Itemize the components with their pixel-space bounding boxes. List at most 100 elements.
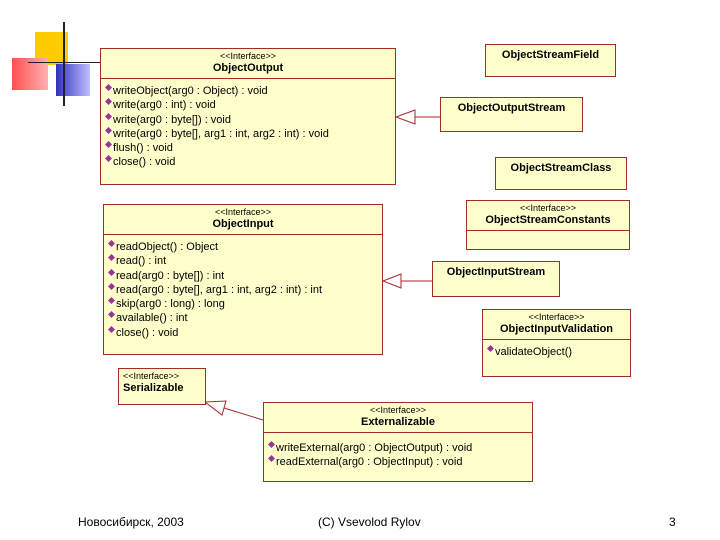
class-header: ObjectStreamField — [486, 45, 615, 66]
operation-icon — [108, 282, 115, 290]
compartment-divider — [101, 78, 395, 84]
operations-list: validateObject() — [483, 345, 630, 361]
interface-name: Externalizable — [361, 416, 435, 428]
operation-signature: read() : int — [116, 255, 167, 268]
object-output-interface[interactable]: <<Interface>> ObjectOutput writeObject(a… — [100, 48, 396, 185]
red-square — [12, 58, 48, 90]
operation-item[interactable]: close() : void — [105, 155, 391, 169]
stereotype-label: <<Interface>> — [123, 371, 180, 381]
operation-signature: readObject() : Object — [116, 241, 219, 253]
interface-header: <<Interface>> Externalizable — [264, 403, 532, 432]
class-name: ObjectOutputStream — [457, 102, 566, 114]
operations-list: writeObject(arg0 : Object) : void write(… — [101, 84, 395, 172]
operation-signature: read(arg0 : byte[], arg1 : int, arg2 : i… — [116, 283, 323, 296]
stereotype-label: <<Interface>> — [369, 405, 427, 415]
operation-signature: write(arg0 : byte[], arg1 : int, arg2 : … — [113, 127, 329, 140]
object-input-stream-class[interactable]: ObjectInputStream — [432, 261, 560, 297]
operation-item[interactable]: writeExternal(arg0 : ObjectOutput) : voi… — [268, 441, 528, 455]
horizontal-rule — [28, 62, 108, 63]
serializable-interface[interactable]: <<Interface>> Serializable — [118, 368, 206, 405]
operation-signature: write(arg0 : int) : void — [113, 99, 216, 112]
class-name: ObjectStreamClass — [510, 162, 612, 174]
object-input-interface[interactable]: <<Interface>> ObjectInput readObject() :… — [103, 204, 383, 355]
operation-item[interactable]: skip(arg0 : long) : long — [108, 297, 378, 311]
operation-icon — [105, 126, 112, 134]
operation-icon — [105, 155, 112, 163]
operation-icon — [268, 455, 275, 463]
object-stream-constants-interface[interactable]: <<Interface>> ObjectStreamConstants — [466, 200, 630, 250]
operation-item[interactable]: write(arg0 : byte[], arg1 : int, arg2 : … — [105, 126, 391, 141]
operation-signature: read(arg0 : byte[]) : int — [116, 269, 225, 282]
operation-item[interactable]: read(arg0 : byte[], arg1 : int, arg2 : i… — [108, 282, 378, 297]
corner-decoration — [0, 0, 110, 110]
class-header: ObjectOutputStream — [441, 98, 582, 119]
stereotype-label: <<Interface>> — [519, 203, 577, 213]
operations-list: readObject() : Object read() : int read(… — [104, 240, 382, 342]
class-name: ObjectInputStream — [446, 266, 546, 278]
operation-item[interactable]: write(arg0 : byte[]) : void — [105, 112, 391, 127]
object-stream-field-class[interactable]: ObjectStreamField — [485, 44, 616, 77]
footer-location: Новосибирск, 2003 — [78, 515, 184, 529]
operation-icon — [108, 268, 115, 276]
object-input-header: <<Interface>> ObjectInput — [104, 205, 382, 234]
footer-page-number: 3 — [669, 515, 676, 529]
operation-signature: available() : int — [116, 312, 188, 325]
interface-header: <<Interface>> ObjectStreamConstants — [467, 201, 629, 230]
operation-item[interactable]: read(arg0 : byte[]) : int — [108, 268, 378, 283]
object-output-header: <<Interface>> ObjectOutput — [101, 49, 395, 78]
operation-signature: close() : void — [113, 156, 176, 169]
operation-item[interactable]: close() : void — [108, 325, 378, 340]
interface-name: ObjectInput — [212, 218, 274, 230]
interface-name: Serializable — [123, 382, 184, 394]
operation-signature: flush() : void — [113, 142, 173, 155]
class-name: ObjectStreamField — [501, 49, 600, 61]
operation-icon — [268, 441, 275, 448]
input-realization-arrowhead — [381, 273, 402, 289]
interface-header: <<Interface>> Serializable — [119, 369, 205, 397]
operation-signature: validateObject() — [495, 346, 573, 358]
operation-item[interactable]: validateObject() — [487, 345, 626, 359]
compartment-divider — [483, 339, 630, 345]
operation-icon — [108, 311, 115, 319]
operation-icon — [108, 325, 115, 333]
class-header: ObjectInputStream — [433, 262, 559, 283]
interface-name: ObjectInputValidation — [499, 323, 614, 335]
operation-item[interactable]: readExternal(arg0 : ObjectInput) : void — [268, 455, 528, 469]
class-header: ObjectStreamClass — [496, 158, 626, 179]
operation-signature: writeExternal(arg0 : ObjectOutput) : voi… — [276, 442, 473, 454]
object-input-validation-interface[interactable]: <<Interface>> ObjectInputValidation vali… — [482, 309, 631, 377]
operation-item[interactable]: write(arg0 : int) : void — [105, 98, 391, 112]
operation-item[interactable]: readObject() : Object — [108, 240, 378, 254]
operation-signature: skip(arg0 : long) : long — [116, 298, 225, 311]
interface-name: ObjectStreamConstants — [485, 214, 611, 226]
operation-icon — [108, 297, 115, 305]
operation-icon — [108, 240, 115, 247]
externalizable-generalization-line — [223, 407, 264, 421]
operation-item[interactable]: flush() : void — [105, 141, 391, 155]
operation-item[interactable]: read() : int — [108, 254, 378, 268]
object-output-stream-class[interactable]: ObjectOutputStream — [440, 97, 583, 132]
operation-signature: writeObject(arg0 : Object) : void — [113, 85, 268, 97]
operation-icon — [105, 112, 112, 120]
interface-header: <<Interface>> ObjectInputValidation — [483, 310, 630, 339]
operation-icon — [105, 98, 112, 106]
externalizable-interface[interactable]: <<Interface>> Externalizable writeExtern… — [263, 402, 533, 482]
stereotype-label: <<Interface>> — [528, 312, 585, 322]
operation-signature: readExternal(arg0 : ObjectInput) : void — [276, 456, 463, 469]
operations-list: writeExternal(arg0 : ObjectOutput) : voi… — [264, 441, 532, 472]
interface-name: ObjectOutput — [212, 62, 284, 74]
object-stream-class-class[interactable]: ObjectStreamClass — [495, 157, 627, 190]
stereotype-label: <<Interface>> — [219, 51, 277, 61]
operation-item[interactable]: available() : int — [108, 311, 378, 325]
operation-signature: write(arg0 : byte[]) : void — [113, 113, 231, 126]
operation-icon — [105, 84, 112, 91]
operation-item[interactable]: writeObject(arg0 : Object) : void — [105, 84, 391, 98]
operation-icon — [105, 141, 112, 149]
output-realization-arrowhead — [394, 109, 416, 125]
footer-copyright: (C) Vsevolod Rylov — [318, 515, 421, 529]
operation-signature: close() : void — [116, 326, 179, 339]
compartment-divider — [467, 230, 629, 236]
compartment-divider — [104, 234, 382, 240]
stereotype-label: <<Interface>> — [214, 207, 272, 217]
